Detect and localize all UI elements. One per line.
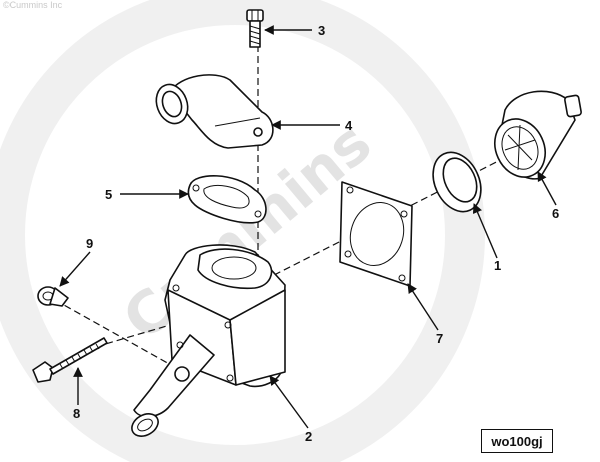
plug-axis-line bbox=[54, 299, 181, 371]
seal-ring-part bbox=[432, 151, 482, 213]
copyright-text: ©Cummins Inc bbox=[3, 0, 63, 10]
pipe-plug-part bbox=[37, 286, 69, 307]
callout-9: 9 bbox=[86, 236, 93, 251]
callout-5: 5 bbox=[105, 187, 112, 202]
leader-7 bbox=[407, 283, 439, 331]
callout-1: 1 bbox=[494, 258, 501, 273]
gasket-part bbox=[187, 175, 267, 224]
leader-9 bbox=[59, 251, 91, 287]
leader-6 bbox=[537, 171, 557, 206]
callout-6: 6 bbox=[552, 206, 559, 221]
callout-4: 4 bbox=[345, 118, 353, 133]
thermostat-part bbox=[494, 90, 582, 180]
leader-1 bbox=[472, 203, 498, 259]
thermostat-housing-part bbox=[131, 244, 286, 437]
callout-8: 8 bbox=[73, 406, 80, 421]
leader-2 bbox=[269, 375, 309, 429]
square-gasket-part bbox=[339, 181, 413, 287]
reference-code-box: wo100gj bbox=[481, 429, 553, 453]
callout-3: 3 bbox=[318, 23, 325, 38]
elbow-outlet-part bbox=[155, 74, 274, 149]
callout-2: 2 bbox=[305, 429, 312, 444]
bolt-part bbox=[246, 9, 264, 48]
callout-7: 7 bbox=[436, 331, 443, 346]
long-bolt-part bbox=[32, 337, 108, 383]
